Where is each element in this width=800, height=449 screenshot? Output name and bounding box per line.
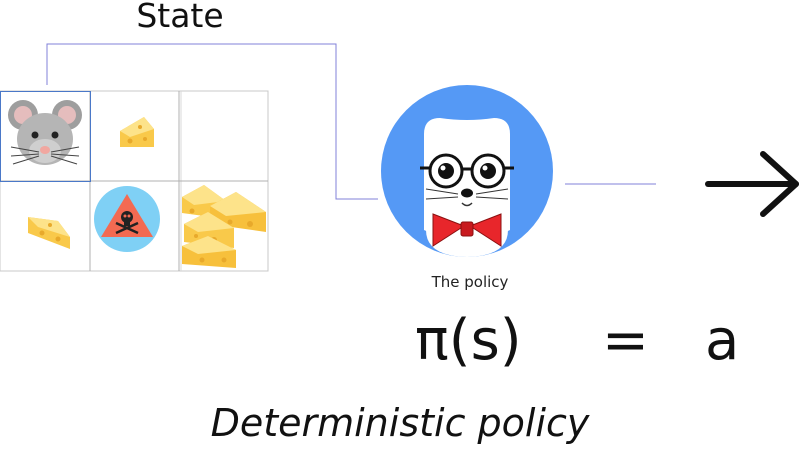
formula-equals: = [602,308,649,373]
state-connector-line [46,43,378,200]
policy-label: The policy [431,273,509,291]
formula-action: a [705,308,740,373]
selected-cell [0,91,91,182]
cheese-icon [120,117,154,147]
diagram-caption: Deterministic policy [210,401,590,445]
cheese-icon [28,217,70,249]
mouse-icon [8,100,82,165]
formula-policy: π(s) [415,308,522,373]
bowtie-icon [432,213,502,247]
arrow-right-icon [705,151,799,217]
policy-avatar-icon [381,85,553,257]
big-cheese-icon [182,185,266,268]
state-label: State [136,0,224,35]
glasses-icon [420,153,514,189]
danger-icon [94,186,160,252]
